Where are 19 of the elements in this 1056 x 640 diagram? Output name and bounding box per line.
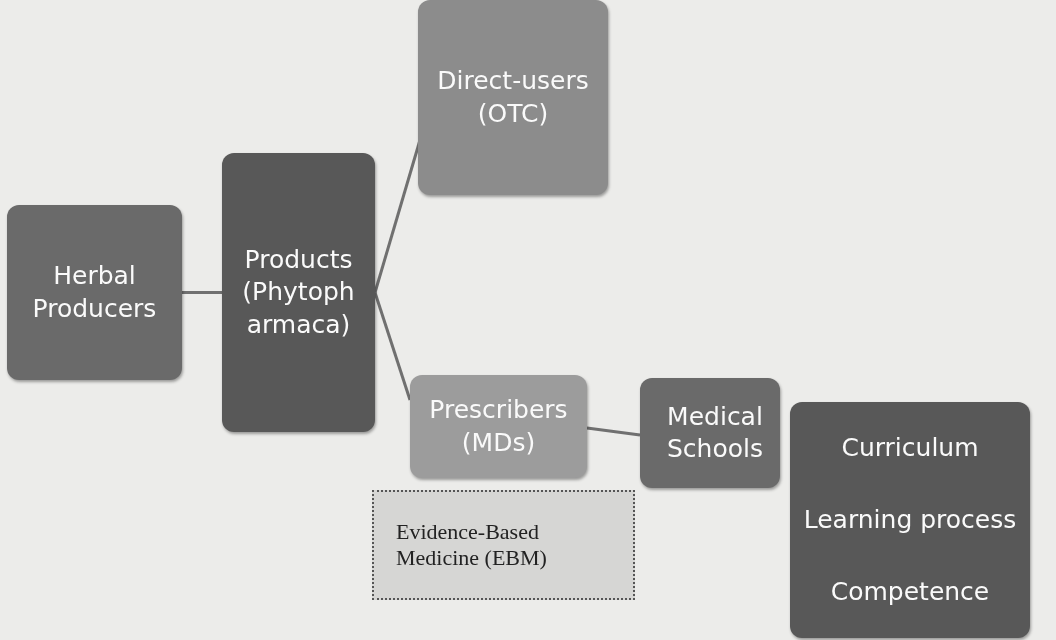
process-box	[418, 0, 608, 195]
process-box	[7, 205, 182, 380]
process-box	[410, 375, 587, 478]
process-box	[790, 402, 1030, 638]
node-label: Direct-users (OTC)	[436, 65, 590, 130]
node-label: Herbal Producers	[31, 260, 158, 325]
node-label: Evidence-Based Medicine (EBM)	[396, 518, 548, 572]
process-box	[222, 153, 375, 432]
process-box	[640, 378, 780, 488]
node-label: Prescribers (MDs)	[428, 394, 569, 459]
node-label: Curriculum	[841, 431, 979, 464]
connector-line	[182, 291, 222, 294]
connector-line	[586, 426, 641, 437]
node-label: Competence	[830, 575, 990, 608]
node-label: Medical Schools	[666, 400, 764, 465]
node-label: Products (Phytoph armaca)	[241, 243, 356, 341]
node-label: Learning process	[803, 503, 1017, 536]
connector-line	[373, 292, 412, 401]
dotted-note-box	[372, 490, 635, 600]
